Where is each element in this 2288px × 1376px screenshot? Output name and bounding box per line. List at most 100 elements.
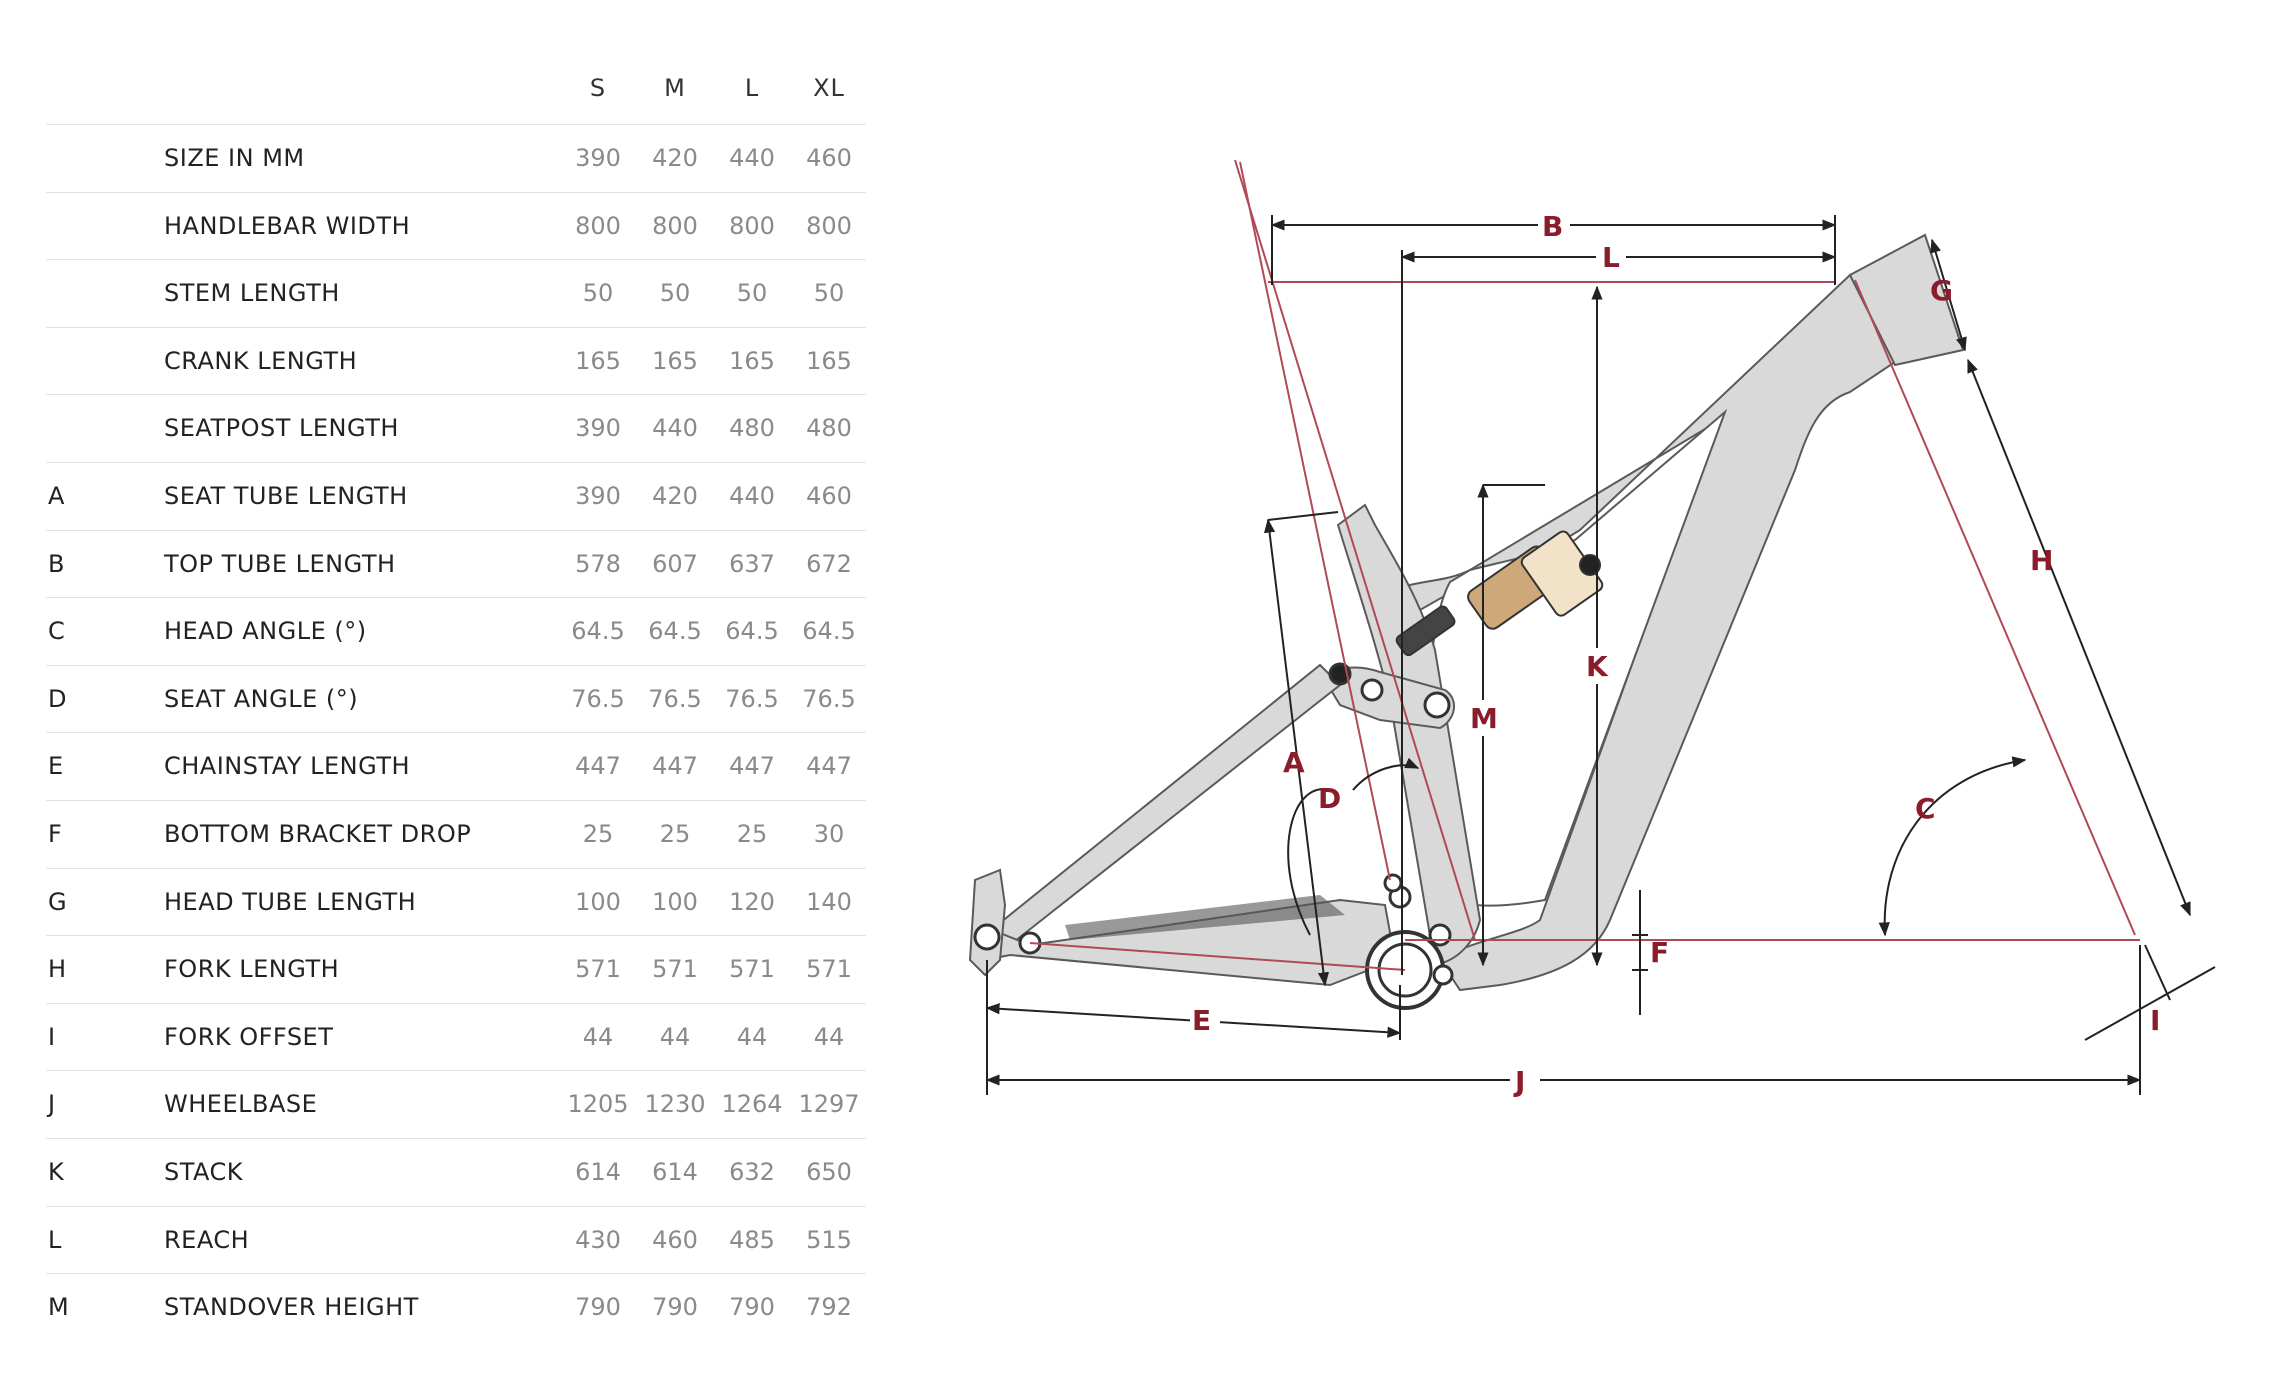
size-header-xl: XL [813, 74, 845, 102]
row-dimension-letter: A [48, 481, 65, 510]
row-value-xl: 165 [806, 346, 852, 375]
row-value-s: 25 [582, 819, 614, 848]
frame-geometry-diagram: B L G H K M A D C F E I J [960, 140, 2220, 1100]
row-value-s: 50 [582, 279, 614, 308]
row-value-xl: 460 [806, 144, 852, 172]
dim-label-j: J [1513, 1065, 1525, 1098]
row-value-m: 1230 [644, 1090, 706, 1119]
row-value-xl: 30 [813, 819, 845, 848]
row-value-xl: 1297 [798, 1090, 860, 1119]
row-label: WHEELBASE [164, 1090, 318, 1119]
row-value-l: 485 [729, 1225, 775, 1254]
row-value-s: 800 [575, 211, 621, 240]
row-value-l: 637 [729, 549, 775, 578]
row-value-xl: 650 [806, 1157, 852, 1186]
row-value-s: 430 [575, 1225, 621, 1254]
row-value-m: 460 [652, 1225, 698, 1254]
row-value-s: 165 [575, 346, 621, 375]
row-label: STEM LENGTH [164, 279, 340, 308]
row-value-s: 790 [575, 1293, 621, 1322]
row-dimension-letter: B [48, 549, 65, 578]
row-label: SEAT ANGLE (°) [164, 684, 359, 713]
dim-label-k: K [1586, 650, 1609, 683]
row-value-l: 76.5 [725, 684, 779, 713]
row-value-xl: 800 [806, 211, 852, 240]
row-value-xl: 480 [806, 414, 852, 443]
row-value-l: 440 [729, 481, 775, 510]
row-value-l: 790 [729, 1293, 775, 1322]
dim-label-m: M [1470, 702, 1498, 735]
table-row: J WHEELBASE 1205 1230 1264 1297 [46, 1070, 866, 1138]
seat-tube [1336, 503, 1482, 967]
dim-label-i: I [2150, 1004, 2160, 1037]
row-value-s: 571 [575, 955, 621, 984]
size-header-s: S [589, 74, 607, 102]
dim-label-h: H [2030, 544, 2053, 577]
row-value-s: 1205 [567, 1090, 629, 1119]
row-dimension-letter: F [48, 819, 62, 848]
row-value-xl: 792 [806, 1293, 852, 1322]
row-value-xl: 672 [806, 549, 852, 578]
row-dimension-letter: J [48, 1090, 56, 1119]
row-value-xl: 50 [813, 279, 845, 308]
dimension-labels: B L G H K M A D C F E I J [1190, 208, 2160, 1098]
row-label: STACK [164, 1157, 244, 1186]
dim-label-a: A [1283, 746, 1305, 779]
row-value-m: 607 [652, 549, 698, 578]
row-dimension-letter: M [48, 1293, 69, 1322]
dim-label-l: L [1602, 241, 1620, 274]
row-label: CRANK LENGTH [164, 346, 358, 375]
dim-label-d: D [1318, 782, 1341, 815]
rear-shock [1395, 530, 1604, 657]
row-dimension-letter: G [48, 887, 67, 916]
row-value-m: 571 [652, 955, 698, 984]
row-value-xl: 64.5 [802, 617, 856, 646]
row-value-xl: 44 [813, 1022, 845, 1051]
row-value-xl: 76.5 [802, 684, 856, 713]
row-value-xl: 571 [806, 955, 852, 984]
row-value-m: 440 [652, 414, 698, 443]
size-header-m: M [664, 74, 686, 102]
size-header-row: S M L XL [46, 56, 866, 124]
row-value-xl: 460 [806, 481, 852, 510]
row-label: SIZE IN MM [164, 144, 305, 172]
row-value-xl: 140 [806, 887, 852, 916]
row-label: SEAT TUBE LENGTH [164, 481, 408, 510]
row-value-l: 1264 [721, 1090, 783, 1119]
row-value-l: 50 [736, 279, 768, 308]
diagram-svg: B L G H K M A D C F E I J [968, 159, 2216, 1098]
row-label: HANDLEBAR WIDTH [164, 211, 411, 240]
dim-label-f: F [1650, 936, 1669, 969]
row-dimension-letter: I [48, 1022, 56, 1051]
row-label: FORK OFFSET [164, 1022, 334, 1051]
size-header-l: L [744, 74, 760, 102]
row-value-s: 614 [575, 1157, 621, 1186]
row-value-l: 120 [729, 887, 775, 916]
row-dimension-letter: H [48, 955, 67, 984]
row-dimension-letter: K [48, 1157, 64, 1186]
dim-label-g: G [1930, 274, 1953, 307]
row-value-xl: 447 [806, 752, 852, 781]
row-dimension-letter: D [48, 684, 67, 713]
row-value-m: 420 [652, 481, 698, 510]
row-value-m: 25 [659, 819, 691, 848]
row-value-s: 447 [575, 752, 621, 781]
row-value-l: 440 [729, 144, 775, 172]
row-value-s: 64.5 [571, 617, 625, 646]
dim-label-c: C [1915, 792, 1936, 825]
row-value-m: 76.5 [648, 684, 702, 713]
row-value-s: 578 [575, 549, 621, 578]
